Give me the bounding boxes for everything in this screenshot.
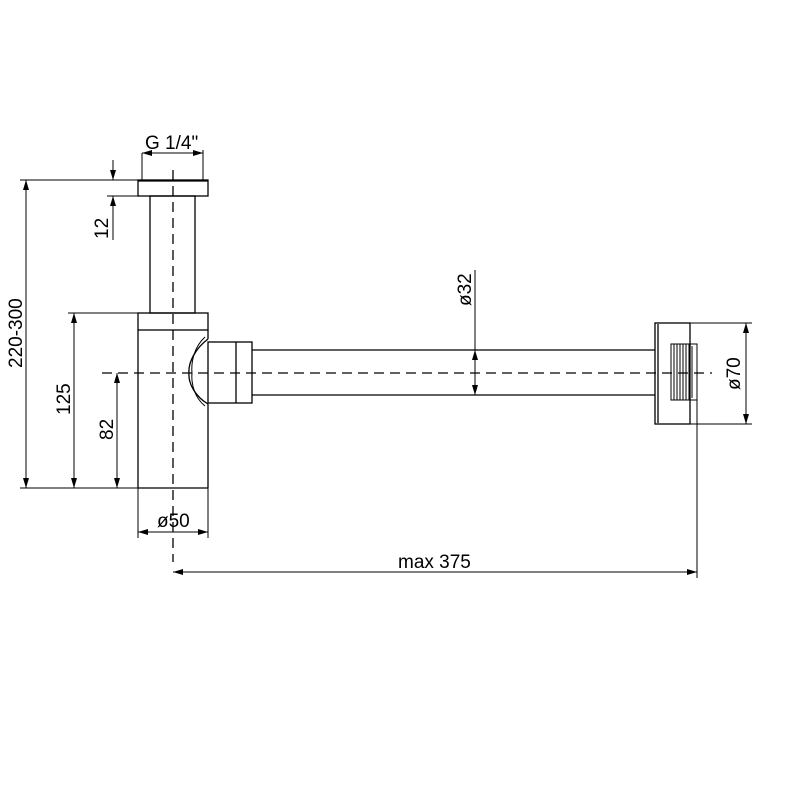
flange-thickness-dimension: 12 bbox=[92, 160, 138, 240]
svg-text:220-300: 220-300 bbox=[6, 298, 27, 368]
svg-text:12: 12 bbox=[92, 218, 113, 239]
thread-dimension: G 1/4" bbox=[141, 133, 204, 180]
svg-text:ø50: ø50 bbox=[157, 511, 190, 532]
body-diameter-dimension: ø50 bbox=[137, 488, 209, 538]
svg-text:max 375: max 375 bbox=[398, 552, 471, 573]
svg-text:ø32: ø32 bbox=[455, 273, 476, 306]
max-length-dimension: max 375 bbox=[173, 400, 698, 578]
total-height-dimension: 220-300 bbox=[6, 179, 138, 489]
outlet-height-dimension: 82 bbox=[97, 373, 120, 488]
svg-text:G 1/4": G 1/4" bbox=[145, 133, 198, 154]
wall-flange-diameter-dimension: ø70 bbox=[690, 322, 752, 425]
svg-text:125: 125 bbox=[54, 383, 75, 415]
trap-body bbox=[137, 179, 698, 489]
svg-text:82: 82 bbox=[97, 419, 118, 440]
svg-text:ø70: ø70 bbox=[724, 357, 745, 390]
pipe-diameter-dimension: ø32 bbox=[455, 270, 478, 395]
wall-thread bbox=[670, 343, 698, 401]
body-height-dimension: 125 bbox=[54, 312, 138, 488]
